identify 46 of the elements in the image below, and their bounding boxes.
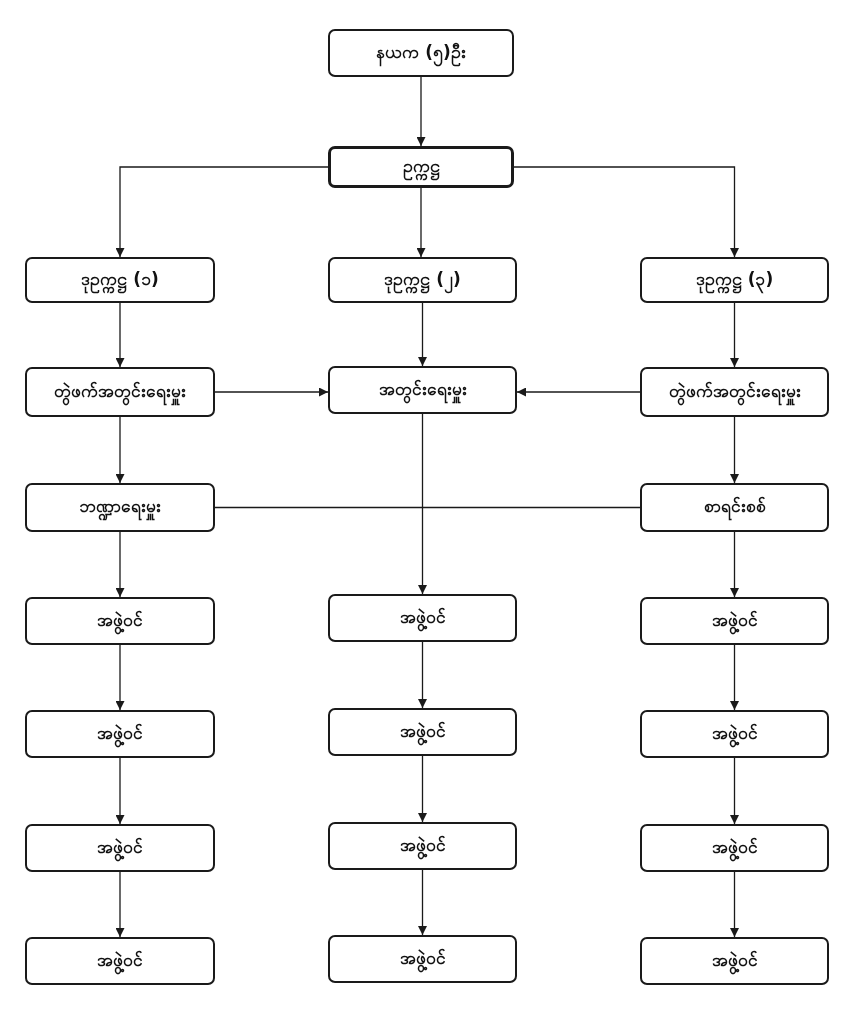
org-box: အဖွဲ့ဝင် [25,710,215,758]
org-box: အဖွဲ့ဝင် [640,710,829,758]
arrow [730,871,739,938]
arrow [730,531,739,598]
arrow [418,302,427,367]
arrow [115,644,125,711]
org-box: ဘဏ္ဍာရေးမှူး [25,483,215,532]
arrow [730,644,739,711]
org-box: အဖွဲ့ဝင် [328,822,517,870]
org-box: တွဲဖက်အတွင်းရေးမှူး [25,367,215,417]
org-box: အတွင်းရေးမှူး [328,366,517,414]
org-box: အဖွဲ့ဝင် [25,937,215,985]
arrow [115,302,125,368]
org-box: တွဲဖက်အတွင်းရေးမှူး [640,367,829,417]
arrow [416,187,426,258]
org-box: အဖွဲ့ဝင် [640,937,829,985]
org-box: ဥက္ကဋ္ဌ [328,146,514,188]
arrow [730,302,739,368]
arrow [730,416,739,484]
org-box: အဖွဲ့ဝင် [25,597,215,645]
org-box: ဒုဥက္ကဋ္ဌ (၃) [640,257,829,303]
arrow [115,757,125,825]
arrow [214,387,329,397]
org-box: အဖွဲ့ဝင် [328,708,517,756]
org-box: နယက (၅)ဦး [328,29,514,77]
arrow [418,755,427,823]
arrow [418,641,427,709]
org-box: ဒုဥက္ကဋ္ဌ (၁) [25,257,215,303]
connector-line [214,506,641,509]
org-box: အဖွဲ့ဝင် [640,824,829,872]
arrow [730,757,739,825]
org-box: အဖွဲ့ဝင် [328,594,517,642]
arrow [115,416,125,484]
org-box: စာရင်းစစ် [640,483,829,532]
arrow [418,413,427,595]
arrow [418,869,427,936]
org-box: အဖွဲ့ဝင် [25,824,215,872]
arrow [115,531,125,598]
arrow [513,166,739,258]
arrow [516,387,641,397]
arrow [115,871,125,938]
org-box: ဒုဥက္ကဋ္ဌ (၂) [328,257,517,303]
arrow [416,76,426,147]
org-box: အဖွဲ့ဝင် [328,935,517,983]
org-box: အဖွဲ့ဝင် [640,597,829,645]
arrow [115,166,329,258]
